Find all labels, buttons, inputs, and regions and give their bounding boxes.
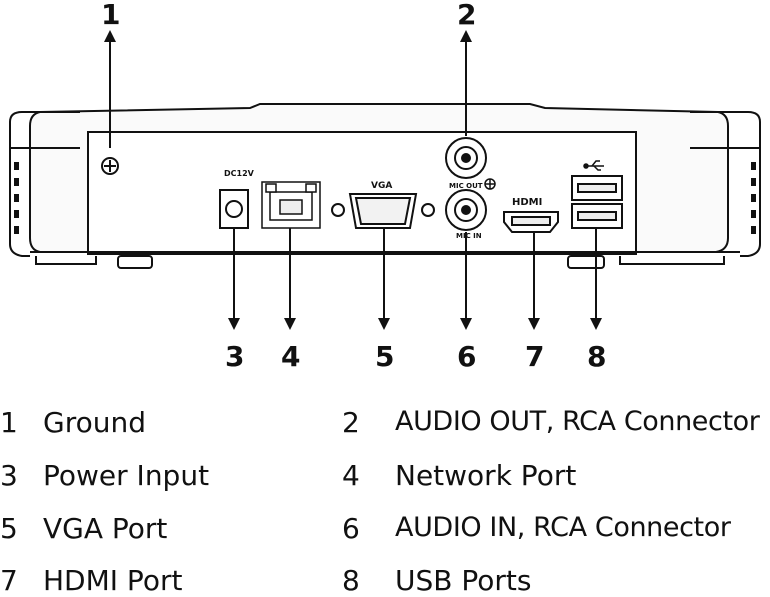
rear-panel-diagram: DC12V VGA MIC OUT MIC IN HDMI [9,0,761,373]
mic-in-label: MIC IN [456,232,482,240]
legend-number: 1 [0,406,18,439]
audio-out-icon [484,178,496,190]
legend-number: 3 [0,459,18,492]
vga-port [331,193,435,229]
usb-ports [571,175,623,229]
callout-number-7: 7 [525,340,544,373]
callout-number-8: 8 [587,340,606,373]
legend-number: 4 [342,459,360,492]
ground-screw-icon [101,157,119,175]
callout-number-5: 5 [375,340,394,373]
audio-out-jack [445,137,487,179]
audio-in-jack [445,189,487,231]
callout-number-6: 6 [457,340,476,373]
legend-number: 6 [342,512,360,545]
legend-number: 7 [0,564,18,597]
callout-arrows [104,30,602,330]
legend-number: 5 [0,512,18,545]
legend-number: 8 [342,564,360,597]
legend-label: Ground [43,406,146,439]
legend-label: HDMI Port [43,564,183,597]
callout-number-2: 2 [457,0,476,31]
callout-number-1: 1 [101,0,120,31]
mic-out-label: MIC OUT [449,182,483,190]
side-vents-right [751,162,756,234]
legend-label: Network Port [395,459,577,492]
network-port [261,181,321,229]
legend-number: 2 [342,406,360,439]
hdmi-port [503,211,559,233]
dc-power-jack [219,189,249,229]
legend-label: AUDIO IN, RCA Connector [395,512,731,543]
callout-number-3: 3 [225,340,244,373]
legend-label: USB Ports [395,564,532,597]
callout-number-4: 4 [281,340,300,373]
side-vents-left [14,162,19,234]
vga-label: VGA [371,181,392,191]
hdmi-label: HDMI [512,197,542,208]
dc-label: DC12V [224,169,255,178]
usb-icon [583,160,604,171]
legend-label: AUDIO OUT, RCA Connector [395,406,760,437]
legend-label: VGA Port [43,512,168,545]
legend-label: Power Input [43,459,210,492]
